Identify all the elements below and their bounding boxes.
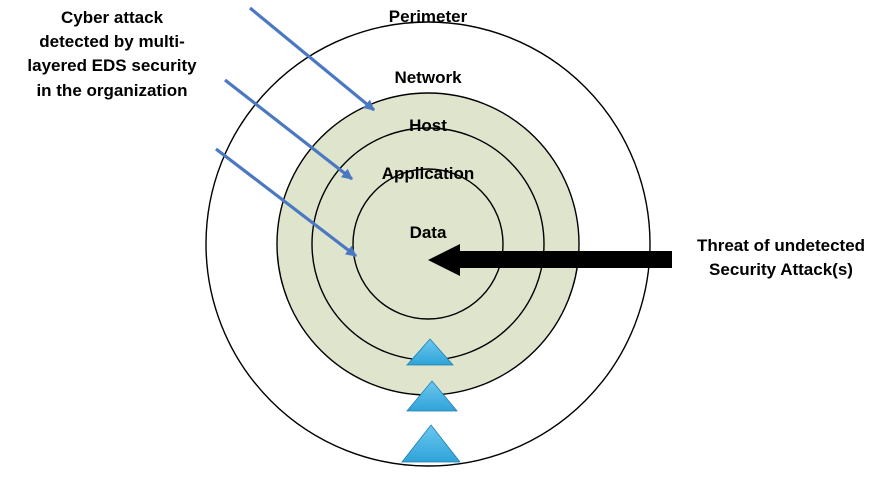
data-ring <box>352 168 504 320</box>
layer-markers <box>401 338 461 463</box>
network-label: Network <box>394 68 462 87</box>
attack-arrow-icon <box>215 147 357 258</box>
data-label: Data <box>410 223 447 242</box>
triangle-icon <box>406 338 454 366</box>
perimeter-label: Perimeter <box>389 7 468 26</box>
attack-arrow-icon <box>224 78 353 181</box>
host-label: Host <box>409 116 447 135</box>
application-label: Application <box>382 164 475 183</box>
triangle-icon <box>401 424 461 463</box>
threat-note-line1: Threat of undetected <box>697 236 865 255</box>
triangle-icon <box>406 380 458 412</box>
attack-note-line2: detected by multi- <box>39 32 184 51</box>
attack-note-line1: Cyber attack <box>61 8 164 27</box>
left-arrow-icon <box>428 244 672 276</box>
attack-arrow-icon <box>248 6 376 112</box>
attack-note-line4: in the organization <box>36 81 187 100</box>
threat-note-line2: Security Attack(s) <box>709 260 853 279</box>
attack-note-line3: layered EDS security <box>27 56 197 75</box>
